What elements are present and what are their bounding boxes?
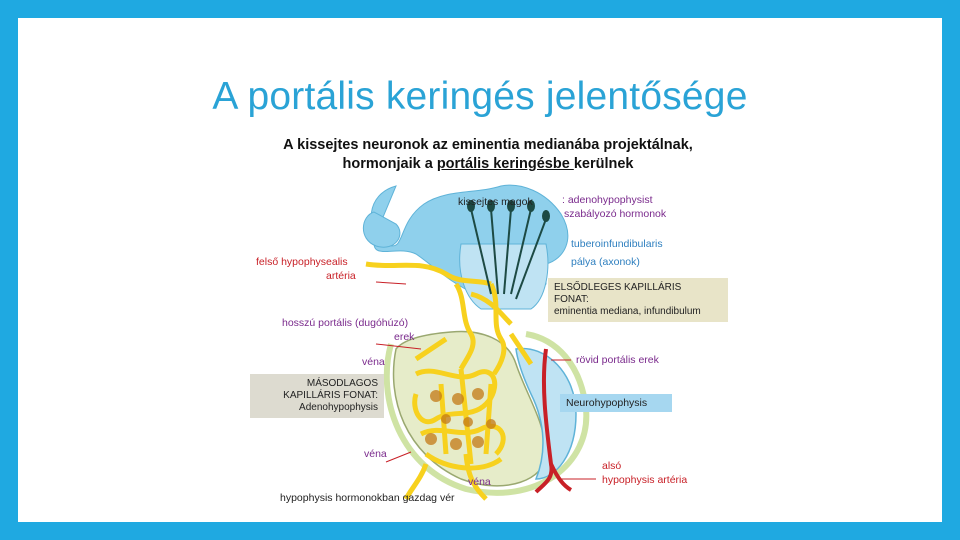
figure-caption-line2: hormonjaik a portális keringésbe kerülne… bbox=[246, 155, 730, 174]
label-long-portal-2: erek bbox=[394, 331, 415, 343]
primary-plexus-line1: ELSŐDLEGES KAPILLÁRIS bbox=[554, 282, 682, 293]
label-long-portal-1: hosszú portális (dugóhúzó) bbox=[282, 317, 409, 329]
arteries bbox=[534, 348, 573, 494]
label-vein-3: véna bbox=[468, 476, 491, 488]
pituitary-illustration bbox=[362, 184, 596, 501]
secondary-plexus-line2: KAPILLÁRIS FONAT: bbox=[283, 390, 378, 401]
third-ventricle bbox=[362, 211, 401, 248]
leader-lines bbox=[375, 281, 596, 480]
label-short-portal: rövid portális erek bbox=[576, 354, 659, 366]
neurohypophysis-label: Neurohypophysis bbox=[560, 394, 672, 412]
primary-plexus-and-portal-vessels bbox=[365, 261, 534, 501]
caption-text-post: kerülnek bbox=[573, 156, 634, 172]
label-adeno-regulating-1: : adenohypophysist bbox=[562, 194, 653, 206]
primary-plexus-box: ELSŐDLEGES KAPILLÁRIS FONAT: eminentia m… bbox=[548, 278, 728, 322]
secondary-capillary-plexus bbox=[412, 368, 506, 471]
tuberoinfundibular-neurons bbox=[470, 208, 547, 300]
label-inferior-hypophyseal-1: alsó bbox=[602, 460, 622, 472]
label-hormone-rich-blood: hypophysis hormonokban gazdag vér bbox=[280, 492, 455, 504]
slide-title: A portális keringés jelentősége bbox=[212, 75, 748, 118]
label-superior-hypophyseal-1: felső hypophysealis bbox=[256, 256, 348, 268]
neuron-somata bbox=[467, 200, 550, 222]
caption-text-underlined: portális keringésbe bbox=[436, 156, 574, 172]
label-adeno-regulating-2: szabályozó hormonok bbox=[564, 208, 667, 220]
label-vein-1: véna bbox=[362, 356, 385, 368]
plexus-cells bbox=[425, 388, 496, 450]
primary-plexus-line2: FONAT: bbox=[554, 294, 589, 305]
label-inferior-hypophyseal-2: hypophysis artéria bbox=[602, 474, 688, 486]
figure-caption-line1: A kissejtes neuronok az eminentia median… bbox=[283, 137, 693, 153]
secondary-plexus-box: MÁSODLAGOS KAPILLÁRIS FONAT: Adenohypoph… bbox=[250, 374, 384, 418]
gland-capsule bbox=[383, 331, 590, 496]
caption-text-pre: hormonjaik a bbox=[342, 156, 437, 172]
label-superior-hypophyseal-2: artéria bbox=[326, 270, 356, 282]
infundibulum-stalk bbox=[459, 243, 549, 310]
label-small-cell-nuclei: kissejtes magok bbox=[458, 196, 533, 208]
label-tuberoinfundibular-2: pálya (axonok) bbox=[571, 256, 640, 268]
label-tuberoinfundibular-1: tuberoinfundibularis bbox=[571, 238, 663, 250]
portal-circulation-figure: A kissejtes neuronok az eminentia median… bbox=[246, 134, 730, 510]
primary-plexus-line3: eminentia mediana, infundibulum bbox=[554, 306, 701, 317]
label-vein-2: véna bbox=[364, 448, 387, 460]
secondary-plexus-line3: Adenohypophysis bbox=[299, 402, 378, 413]
secondary-plexus-line1: MÁSODLAGOS bbox=[306, 378, 378, 389]
